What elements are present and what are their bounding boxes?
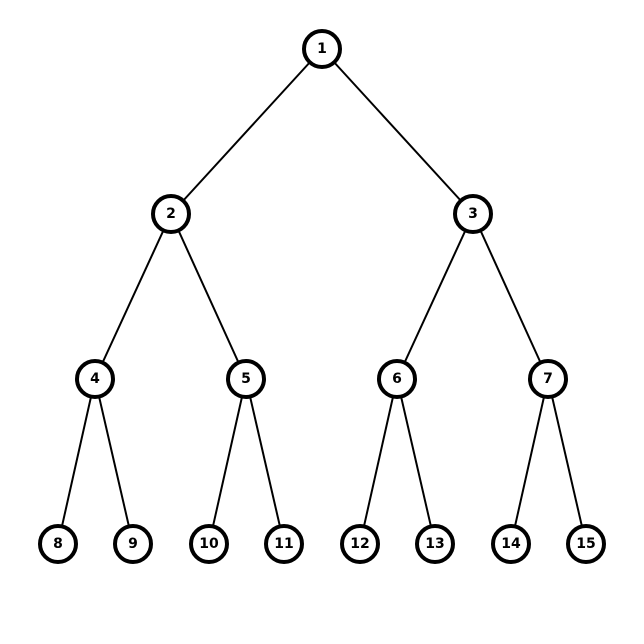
edge-5-11 bbox=[245, 378, 285, 545]
edge-2-5 bbox=[170, 213, 247, 380]
node-circle-15 bbox=[566, 524, 606, 564]
node-label-8: 8 bbox=[53, 536, 63, 552]
node-label-12: 12 bbox=[350, 536, 369, 552]
edge-6-12 bbox=[359, 378, 398, 545]
edge-3-7 bbox=[472, 213, 549, 380]
node-label-11: 11 bbox=[274, 536, 293, 552]
node-circle-4 bbox=[75, 359, 115, 399]
node-label-13: 13 bbox=[425, 536, 444, 552]
tree-node-15: 15 bbox=[566, 524, 606, 564]
node-label-4: 4 bbox=[90, 371, 100, 387]
tree-node-14: 14 bbox=[491, 524, 531, 564]
node-circle-3 bbox=[453, 194, 493, 234]
tree-node-1: 1 bbox=[302, 29, 342, 69]
tree-node-4: 4 bbox=[75, 359, 115, 399]
tree-node-10: 10 bbox=[189, 524, 229, 564]
node-circle-6 bbox=[377, 359, 417, 399]
node-label-6: 6 bbox=[392, 371, 402, 387]
node-label-9: 9 bbox=[128, 536, 138, 552]
tree-node-3: 3 bbox=[453, 194, 493, 234]
node-circle-10 bbox=[189, 524, 229, 564]
node-label-5: 5 bbox=[241, 371, 251, 387]
edge-1-2 bbox=[170, 48, 323, 215]
edge-4-8 bbox=[57, 378, 96, 545]
tree-node-11: 11 bbox=[264, 524, 304, 564]
node-circle-13 bbox=[415, 524, 455, 564]
node-circle-14 bbox=[491, 524, 531, 564]
node-circle-12 bbox=[340, 524, 380, 564]
tree-node-13: 13 bbox=[415, 524, 455, 564]
node-circle-7 bbox=[528, 359, 568, 399]
node-circle-2 bbox=[151, 194, 191, 234]
edge-5-10 bbox=[208, 378, 247, 545]
tree-node-8: 8 bbox=[38, 524, 78, 564]
edge-7-14 bbox=[510, 378, 549, 545]
node-circle-5 bbox=[226, 359, 266, 399]
edge-3-6 bbox=[396, 213, 474, 380]
edge-1-3 bbox=[321, 48, 474, 215]
node-circle-1 bbox=[302, 29, 342, 69]
edges-layer bbox=[57, 48, 587, 545]
tree-node-7: 7 bbox=[528, 359, 568, 399]
edge-7-15 bbox=[547, 378, 587, 545]
tree-node-6: 6 bbox=[377, 359, 417, 399]
node-label-7: 7 bbox=[543, 371, 553, 387]
node-label-1: 1 bbox=[317, 41, 327, 57]
node-label-10: 10 bbox=[199, 536, 219, 552]
node-label-15: 15 bbox=[576, 536, 595, 552]
node-label-2: 2 bbox=[166, 206, 176, 222]
node-circle-9 bbox=[113, 524, 153, 564]
node-label-3: 3 bbox=[468, 206, 478, 222]
node-circle-11 bbox=[264, 524, 304, 564]
edge-4-9 bbox=[94, 378, 134, 545]
tree-node-12: 12 bbox=[340, 524, 380, 564]
node-circle-8 bbox=[38, 524, 78, 564]
edge-2-4 bbox=[94, 213, 172, 380]
tree-node-2: 2 bbox=[151, 194, 191, 234]
node-label-14: 14 bbox=[501, 536, 521, 552]
edge-6-13 bbox=[396, 378, 436, 545]
tree-node-5: 5 bbox=[226, 359, 266, 399]
tree-node-9: 9 bbox=[113, 524, 153, 564]
